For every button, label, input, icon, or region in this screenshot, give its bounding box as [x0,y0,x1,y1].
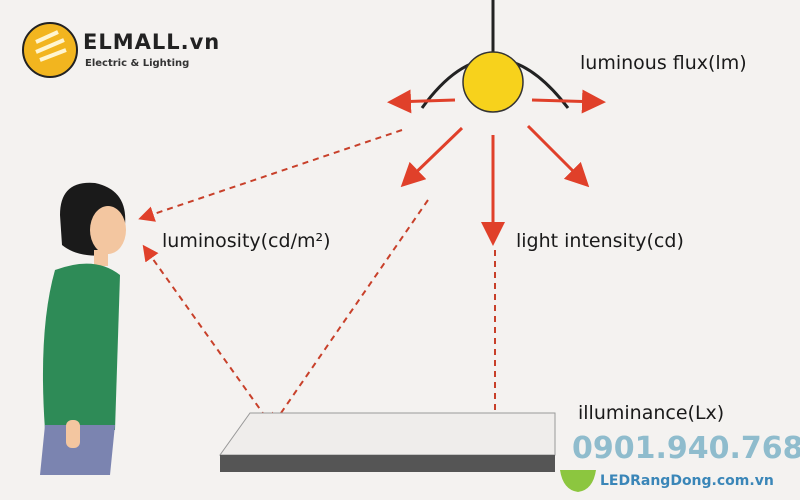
logo-tagline: Electric & Lighting [85,58,190,69]
watermark-logo [560,470,596,492]
light-rays [387,89,606,246]
label-light-intensity: light intensity(cd) [516,230,684,252]
watermark-phone: 0901.940.768 [572,431,800,466]
watermark-site: LEDRangDong.com.vn [600,473,774,489]
reflection-rays [138,129,503,442]
table-surface [219,412,556,472]
label-luminosity: luminosity(cd/m²) [162,230,331,252]
lamp-icon [420,0,570,113]
logo-name: ELMALL.vn [83,30,221,54]
person-figure [40,182,126,475]
logo-icon [22,22,78,78]
label-luminous-flux: luminous flux(lm) [580,52,747,74]
label-illuminance: illuminance(Lx) [578,402,725,424]
